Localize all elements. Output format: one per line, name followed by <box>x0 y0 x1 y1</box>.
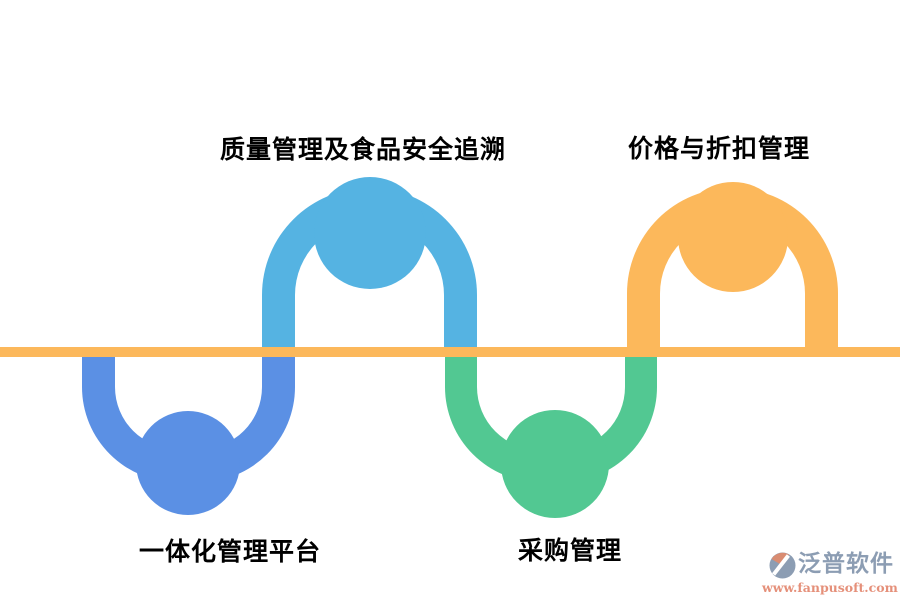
node-circle-platform <box>136 411 240 515</box>
watermark: 泛普软件 www.fanpusoft.com <box>762 549 898 595</box>
watermark-url-text: www.fanpusoft.com <box>762 579 898 595</box>
node-circle-purchase <box>501 410 609 518</box>
timeline-line <box>0 347 900 357</box>
fanpu-logo-icon <box>769 552 796 578</box>
node-circle-quality <box>314 177 426 289</box>
watermark-brand-text: 泛普软件 <box>798 550 894 577</box>
node-circle-price <box>678 182 788 292</box>
node-label-price: 价格与折扣管理 <box>627 134 811 163</box>
node-label-purchase: 采购管理 <box>517 536 623 565</box>
node-label-quality: 质量管理及食品安全追溯 <box>219 135 507 164</box>
node-label-platform: 一体化管理平台 <box>138 537 322 566</box>
